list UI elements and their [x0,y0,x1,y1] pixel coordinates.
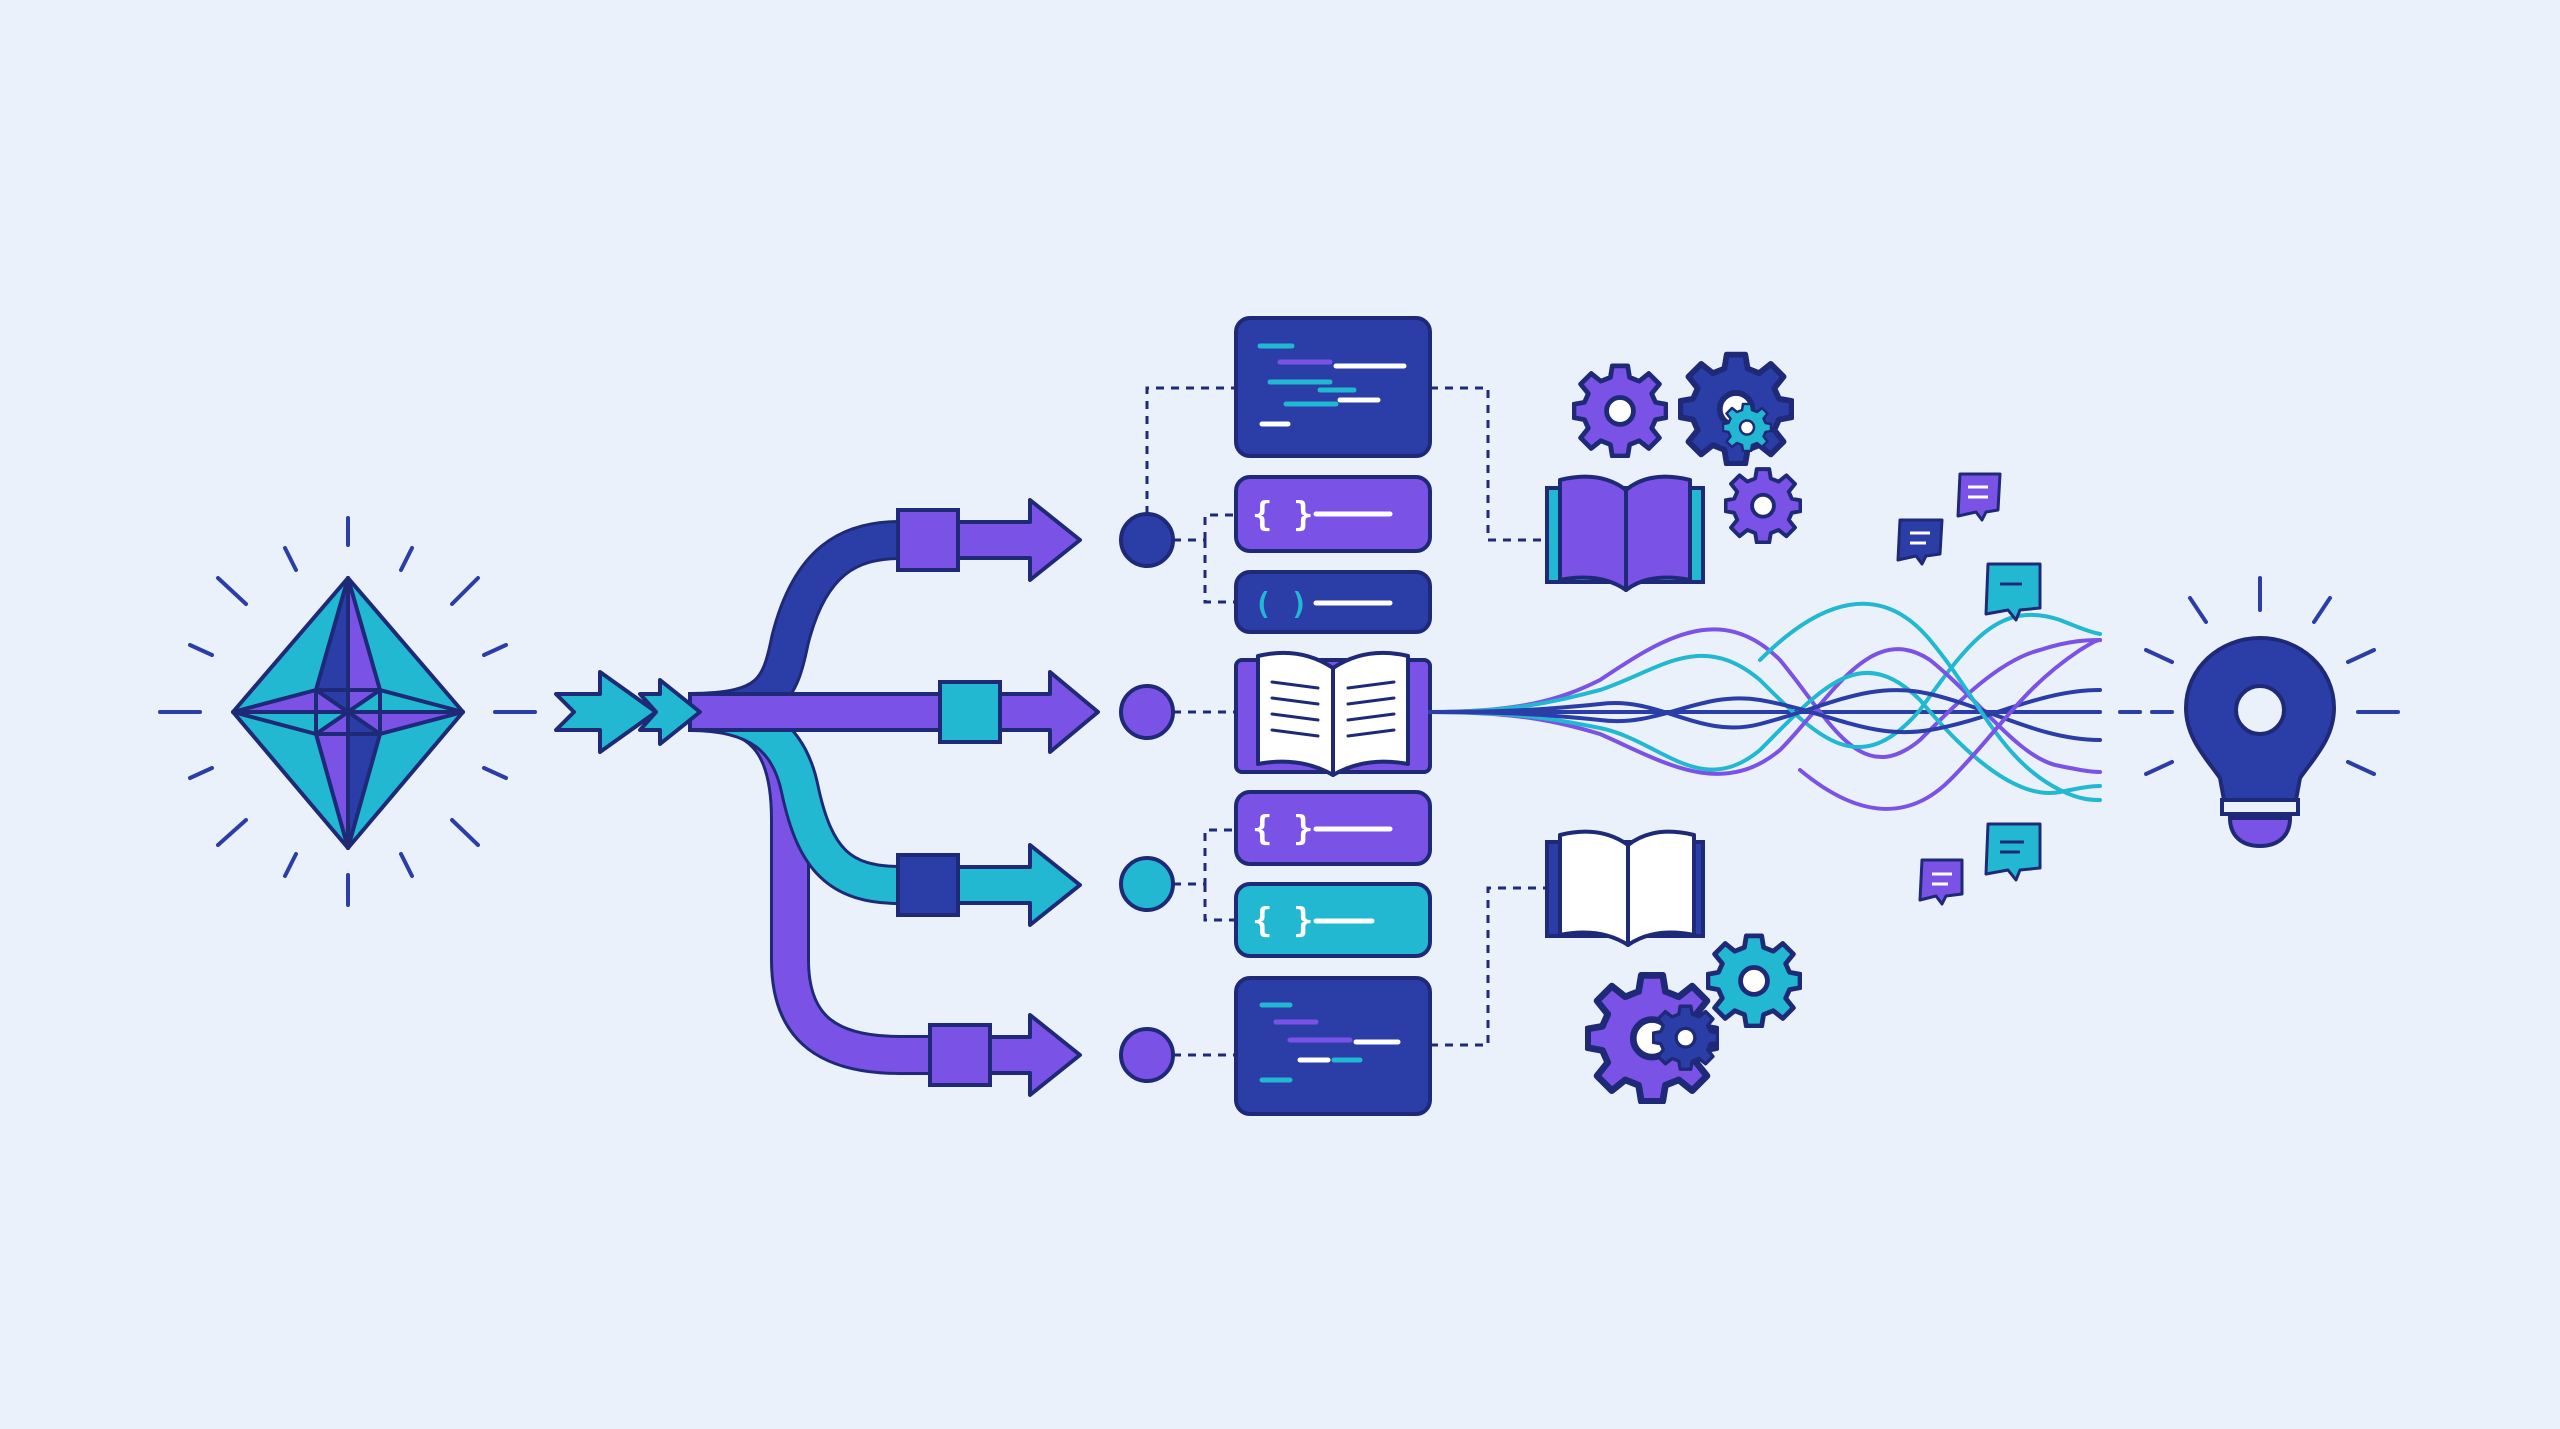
code-card-icon [1234,976,1432,1116]
node-dot-3 [1119,856,1175,912]
note-icon [1896,518,1944,566]
signal-waves [1428,601,2102,811]
braces-card-3: { } [1234,882,1432,958]
braces-glyph: { } [1252,901,1313,941]
note-icon [1984,562,2042,622]
note-icon [1956,472,2002,522]
gear-icon [1680,355,1791,464]
dashed-connectors [1145,386,1545,1057]
open-book-icon [1545,829,1705,947]
note-icon [1984,822,2042,882]
braces-card-1: { } [1234,475,1432,553]
parens-glyph: ( ) [1254,587,1308,622]
lightbulb-icon [2183,635,2337,849]
gear-icon [1708,936,1800,1026]
node-dot-1 [1119,512,1175,568]
gear-icon [1724,467,1802,544]
parens-card: ( ) [1234,570,1432,634]
gem-rays [158,516,537,907]
open-book-icon [1545,474,1705,592]
branch-middle-arrow [688,670,1100,754]
diamond-gem-icon [231,576,465,850]
code-card-icon [1234,316,1432,458]
open-book-icon [1234,650,1432,777]
node-dots [1119,512,1175,1083]
braces-card-2: { } [1234,790,1432,866]
node-dot-2 [1119,684,1175,740]
gear-icon [1653,1006,1717,1069]
bulb-rays [2118,576,2400,776]
gear-icon [1722,402,1772,452]
braces-glyph: { } [1252,809,1313,849]
braces-glyph: { } [1252,495,1313,535]
gear-icon [1574,366,1666,456]
branch-top-arrow [689,498,1082,732]
note-icon [1918,858,1964,906]
chevron-arrow-icon [554,670,702,754]
node-dot-4 [1119,1027,1175,1083]
